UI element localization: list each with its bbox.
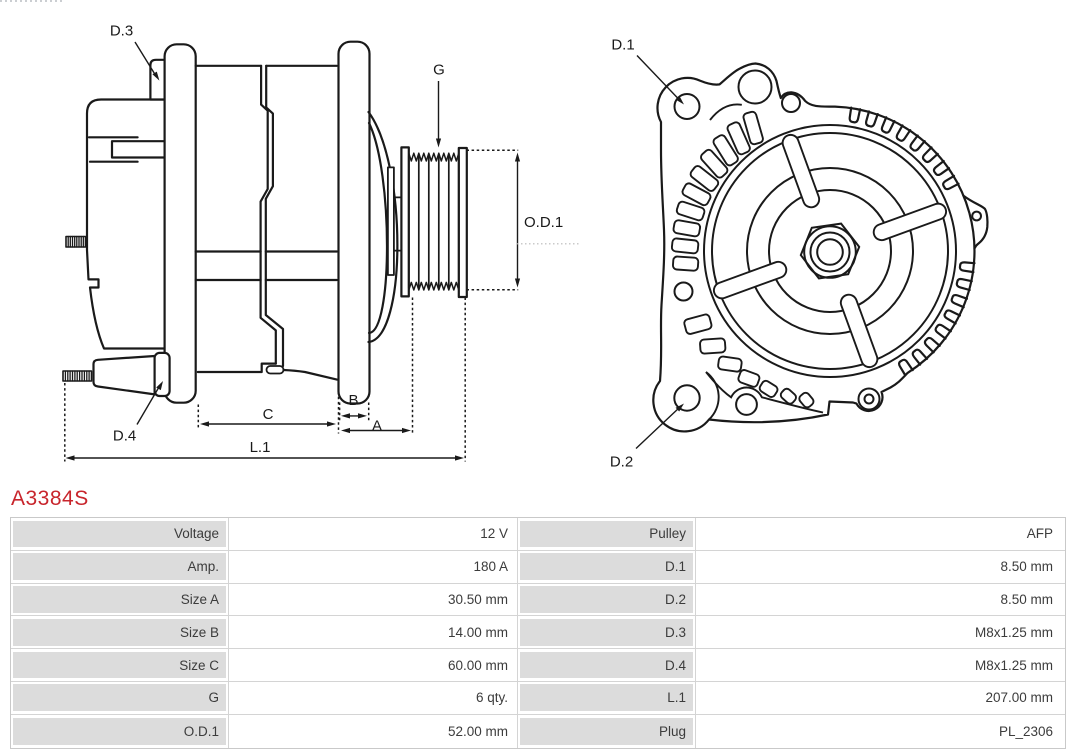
svg-text:A: A bbox=[372, 418, 382, 435]
svg-text:G: G bbox=[433, 62, 445, 79]
svg-text:D.2: D.2 bbox=[610, 454, 633, 471]
svg-text:C: C bbox=[263, 406, 274, 423]
svg-text:D.4: D.4 bbox=[113, 428, 136, 445]
svg-text:D.3: D.3 bbox=[110, 23, 133, 40]
svg-text:O.D.1: O.D.1 bbox=[524, 214, 563, 231]
svg-text:L.1: L.1 bbox=[250, 439, 271, 456]
svg-text:B: B bbox=[348, 392, 358, 409]
svg-text:D.1: D.1 bbox=[611, 37, 634, 54]
